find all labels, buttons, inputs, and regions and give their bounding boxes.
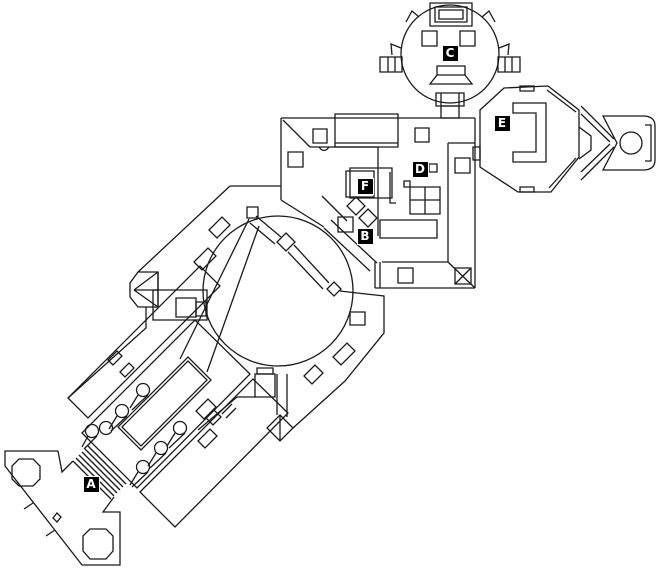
door-bars [73, 446, 126, 499]
map-marker-c[interactable]: C [441, 44, 459, 62]
map-marker-f[interactable]: F [356, 177, 374, 195]
octagon-room-east [473, 86, 579, 192]
diagonal-hall [82, 320, 250, 488]
northwest-wing [68, 186, 281, 418]
east-appendage [579, 106, 655, 180]
circular-room [153, 207, 384, 441]
map-marker-a[interactable]: A [82, 475, 100, 493]
map-marker-e[interactable]: E [493, 114, 511, 132]
map-marker-d[interactable]: D [411, 160, 429, 178]
map-marker-b[interactable]: B [356, 227, 374, 245]
southeast-band [140, 379, 288, 527]
start-room [5, 451, 120, 565]
central-complex [281, 114, 475, 288]
round-room-north [380, 3, 520, 118]
